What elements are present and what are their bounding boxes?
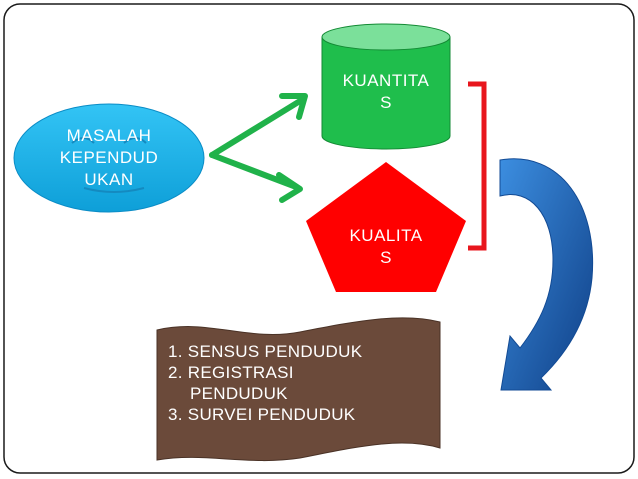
quantity-label: KUANTITA S bbox=[326, 70, 446, 114]
list-item: PENDUDUK bbox=[190, 384, 288, 403]
branch-arrows bbox=[209, 93, 308, 203]
problem-label-line: MASALAH bbox=[66, 126, 152, 145]
methods-list: 1. SENSUS PENDUDUK 2. REGISTRASI PENDUDU… bbox=[168, 341, 362, 425]
quality-label-line: KUALITA bbox=[349, 226, 423, 245]
ellipse-decoration bbox=[123, 137, 147, 144]
list-item: 2. REGISTRASI bbox=[168, 363, 294, 382]
arrow-head-quantity bbox=[279, 93, 308, 120]
problem-ellipse bbox=[13, 103, 205, 213]
curved-arrow bbox=[499, 158, 594, 391]
quality-label: KUALITA S bbox=[326, 225, 446, 269]
quantity-label-line: S bbox=[380, 93, 392, 112]
arrow-to-quality bbox=[209, 152, 299, 190]
quantity-cylinder bbox=[321, 23, 451, 150]
arrow-to-quantity bbox=[209, 98, 303, 158]
problem-label-line: UKAN bbox=[84, 170, 134, 189]
problem-label: MASALAH KEPENDUD UKAN bbox=[48, 125, 170, 191]
methods-scroll bbox=[156, 317, 441, 462]
red-bracket bbox=[468, 81, 487, 251]
quality-pentagon bbox=[306, 162, 466, 292]
ellipse-decoration bbox=[83, 187, 145, 193]
list-item: 1. SENSUS PENDUDUK bbox=[168, 342, 363, 361]
problem-label-line: KEPENDUD bbox=[59, 148, 159, 167]
list-item: 3. SURVEI PENDUDUK bbox=[168, 405, 356, 424]
arrow-head-quality bbox=[276, 172, 303, 203]
quantity-label-line: KUANTITA bbox=[342, 71, 430, 90]
ellipse-decoration bbox=[71, 137, 95, 144]
quality-label-line: S bbox=[380, 248, 392, 267]
